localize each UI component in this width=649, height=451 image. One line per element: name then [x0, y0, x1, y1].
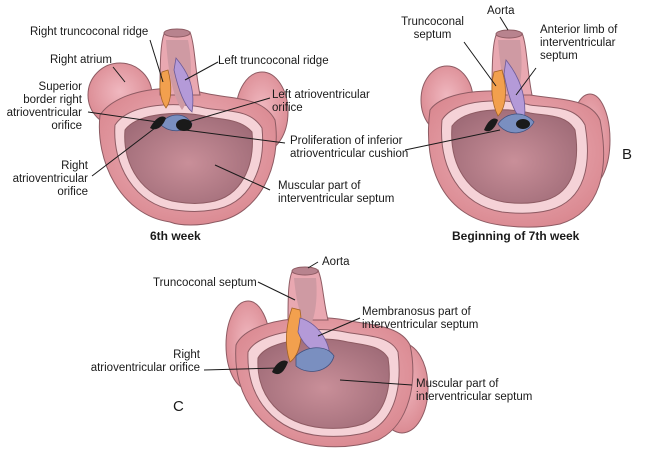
truncoconal-septum-shape-b — [491, 69, 506, 117]
panel-letter-b: B — [622, 146, 633, 163]
label-truncoconal-septum-b: Truncoconal septum — [401, 16, 464, 41]
label-superior-border-right-av-orifice: Superior border right atrioventricular o… — [6, 81, 82, 132]
label-right-av-orifice-c: Right atrioventricular orifice — [90, 349, 200, 374]
right-av-orifice-shape-c — [272, 360, 288, 375]
label-left-truncoconal-ridge: Left truncoconal ridge — [218, 55, 329, 67]
caption-beginning-7th-week: Beginning of 7th week — [452, 229, 580, 243]
label-aorta-c: Aorta — [322, 256, 350, 268]
label-muscular-part-a: Muscular part of interventricular septum — [278, 180, 395, 205]
label-truncoconal-septum-c: Truncoconal septum — [153, 277, 257, 289]
panel-letter-c: C — [173, 398, 184, 415]
label-proliferation-inferior-cushion: Proliferation of inferior atrioventricul… — [290, 135, 409, 160]
heart-6th-week — [87, 28, 289, 226]
label-right-atrium: Right atrium — [50, 54, 112, 66]
heart-7th-week — [420, 29, 611, 228]
label-aorta-b: Aorta — [487, 5, 515, 17]
label-right-av-orifice-a: Right atrioventricular orifice — [12, 160, 88, 198]
caption-6th-week: 6th week — [150, 229, 201, 243]
label-left-av-orifice: Left atrioventricular orifice — [272, 89, 370, 114]
label-right-truncoconal-ridge: Right truncoconal ridge — [30, 26, 149, 38]
left-truncoconal-ridge-shape — [173, 57, 194, 113]
leader-lines — [87, 16, 537, 386]
right-av-orifice-shape — [150, 116, 166, 130]
label-membranous-part: Membranosus part of interventricular sep… — [362, 306, 479, 331]
heart-panel-c — [225, 266, 429, 448]
label-muscular-part-c: Muscular part of interventricular septum — [416, 378, 533, 403]
label-anterior-limb: Anterior limb of interventricular septum — [540, 24, 618, 62]
ventricle-inner — [124, 112, 253, 204]
